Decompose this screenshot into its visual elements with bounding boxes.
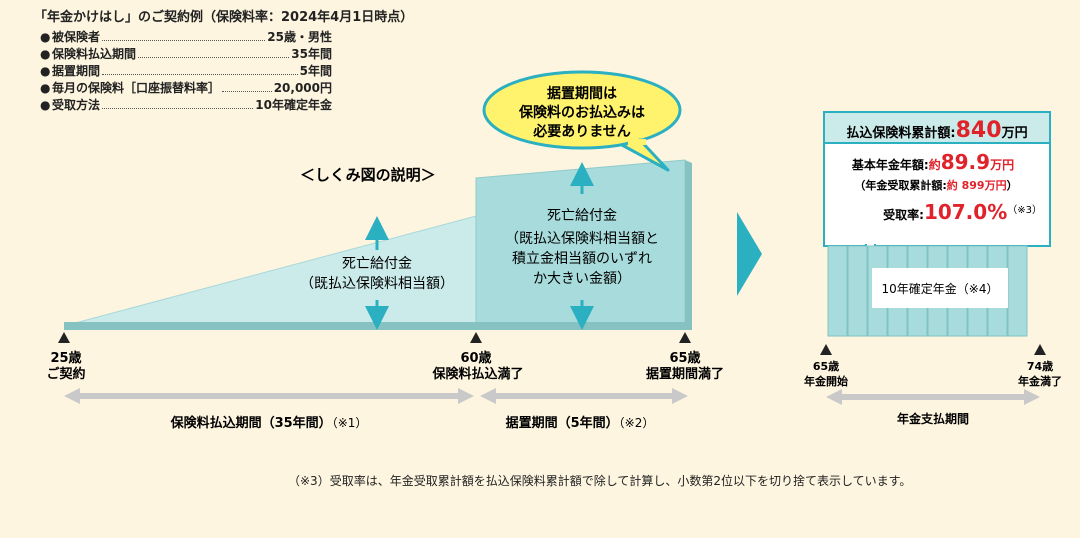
- payout-start-label: 年金開始: [804, 374, 848, 388]
- next-step-chevron-icon: [737, 212, 762, 296]
- condition-label: 受取方法: [52, 98, 101, 112]
- annual-annuity: 基本年金年額:約89.9万円: [851, 150, 1014, 174]
- footnote: （※3）受取率は、年金受取累計額を払込保険料累計額で除して計算し、小数第2位以下…: [288, 474, 912, 488]
- marker-triangle-icon: [820, 344, 832, 355]
- condition-value: 25歳・男性: [267, 30, 332, 44]
- contract-condition-row: ●受取方法 10年確定年金: [40, 96, 332, 113]
- payout-start-age: 65歳: [813, 359, 839, 373]
- condition-label: 据置期間: [52, 64, 101, 78]
- payout-end-label: 年金満了: [1018, 374, 1062, 388]
- no-premium-speech-bubble: 据置期間は 保険料のお払込みは 必要ありません: [482, 70, 682, 172]
- bullet-icon: ●: [40, 81, 51, 95]
- death-benefit-left-title: 死亡給付金: [342, 256, 412, 272]
- marker-triangle-icon: [470, 332, 482, 343]
- leader-dots: [102, 108, 254, 109]
- death-benefit-right-title: 死亡給付金: [547, 208, 617, 224]
- deferral-period-arrow: [480, 388, 688, 404]
- marker-age-65: 65歳: [669, 350, 700, 366]
- bubble-line-2: 保険料のお払込みは: [518, 104, 645, 121]
- condition-value: 5年間: [299, 64, 332, 78]
- condition-label: 被保険者: [52, 30, 101, 44]
- marker-triangle-icon: [1034, 344, 1046, 355]
- death-benefit-right-line-3: か大きい金額）: [533, 271, 631, 287]
- bullet-icon: ●: [40, 47, 51, 61]
- condition-value: 35年間: [291, 47, 332, 61]
- marker-label-deferral-end: 据置期間満了: [646, 366, 724, 382]
- condition-label: 毎月の保険料［口座振替料率］: [52, 81, 221, 95]
- bullet-icon: ●: [40, 64, 51, 78]
- premium-period-label: 保険料払込期間（35年間）（※1）: [170, 415, 368, 431]
- deferral-block-side: [685, 160, 692, 330]
- marker-label-premium-end: 保険料払込満了: [431, 366, 523, 382]
- bubble-line-1: 据置期間は: [547, 85, 617, 102]
- premium-accumulation-area: [63, 215, 477, 327]
- death-benefit-right-line-1: （既払込保険料相当額と: [505, 231, 659, 247]
- leader-dots: [102, 74, 298, 75]
- contract-condition-row: ●毎月の保険料［口座振替料率］ 20,000円: [40, 79, 332, 96]
- total-premium: 払込保険料累計額:840万円: [846, 118, 1027, 143]
- annuity-type-label: 10年確定年金（※4）: [882, 281, 999, 296]
- payout-end-age: 74歳: [1027, 359, 1053, 373]
- condition-label: 保険料払込期間: [52, 47, 137, 61]
- annuity-payment-bar: [827, 245, 848, 337]
- contract-condition-row: ●保険料払込期間 35年間: [40, 45, 332, 62]
- condition-value: 20,000円: [273, 81, 332, 95]
- marker-label-contract: ご契約: [46, 366, 85, 382]
- premium-payment-period-arrow: [64, 388, 474, 404]
- annuity-label-box: [872, 268, 1008, 308]
- annuity-payment-period-arrow: [826, 389, 1040, 405]
- death-benefit-right-line-2: 積立金相当額のいずれ: [512, 251, 652, 267]
- marker-triangle-icon: [679, 332, 691, 343]
- annuity-payment-bar: [847, 245, 868, 337]
- marker-age-60: 60歳: [460, 350, 491, 366]
- contract-condition-row: ●据置期間 5年間: [40, 62, 332, 79]
- payout-summary-box: 払込保険料累計額:840万円 基本年金年額:約89.9万円 （年金受取累計額:約…: [823, 111, 1051, 247]
- annuity-period-label: 年金支払期間: [897, 411, 969, 426]
- return-rate: 受取率:107.0%（※3）: [883, 200, 1042, 224]
- diagram-heading: ＜しくみ図の説明＞: [300, 166, 436, 184]
- cumulative-annuity: （年金受取累計額:約 899万円）: [854, 178, 1017, 192]
- bullet-icon: ●: [40, 30, 51, 44]
- timeline-base: [64, 322, 692, 330]
- marker-triangle-icon: [58, 332, 70, 343]
- leader-dots: [102, 40, 266, 41]
- bubble-line-3: 必要ありません: [532, 123, 631, 140]
- marker-age-25: 25歳: [50, 350, 81, 366]
- bullet-icon: ●: [40, 98, 51, 112]
- leader-dots: [138, 57, 290, 58]
- condition-value: 10年確定年金: [255, 98, 332, 112]
- death-benefit-left-note: （既払込保険料相当額）: [300, 276, 454, 292]
- annuity-payment-bar: [1007, 245, 1028, 337]
- leader-dots: [222, 91, 272, 92]
- contract-example-title: 「年金かけはし」のご契約例（保険料率：2024年4月1日時点）: [34, 10, 414, 25]
- contract-condition-row: ●被保険者 25歳・男性: [40, 28, 332, 45]
- deferral-period-label: 据置期間（5年間）（※2）: [506, 415, 655, 431]
